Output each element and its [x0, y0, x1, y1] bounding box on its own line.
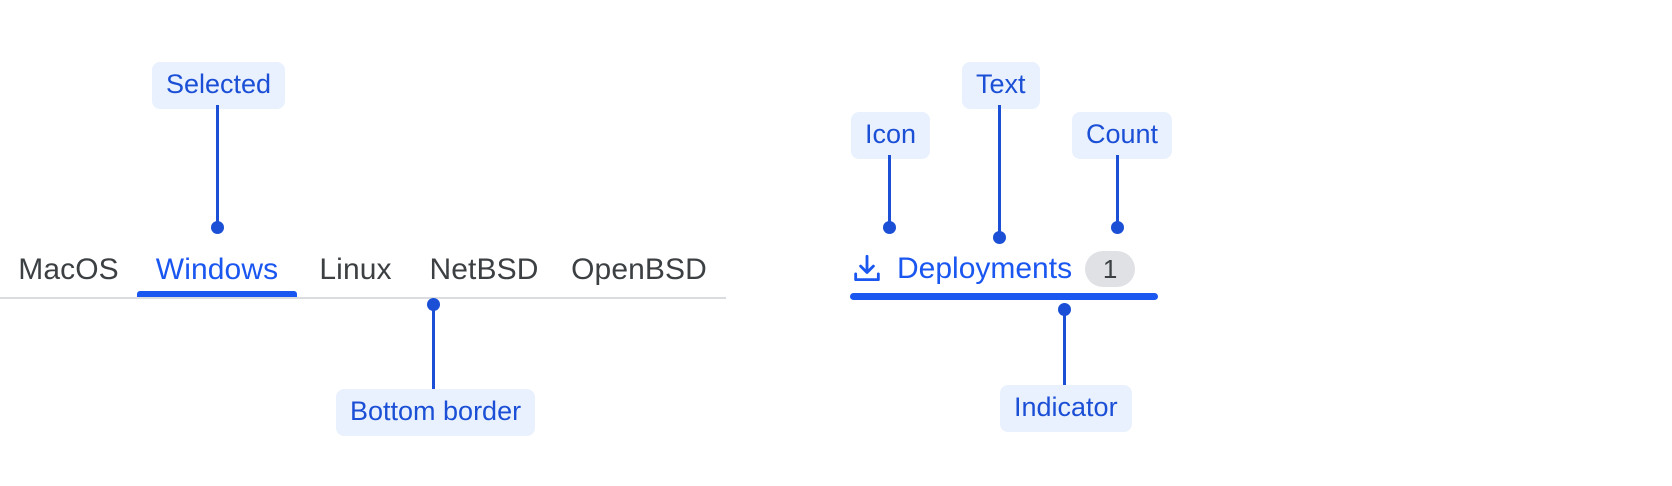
tab-windows-label: Windows: [155, 253, 279, 286]
annotation-connector-indicator: [1063, 310, 1066, 386]
annotation-label-bottom-border: Bottom border: [336, 389, 536, 436]
annotation-dot-bottom-border: [427, 298, 440, 311]
annotation-dot-count: [1111, 221, 1124, 234]
tab-macos-label: MacOS: [18, 253, 119, 286]
download-tray-icon: [850, 252, 884, 286]
tab-netbsd-label: NetBSD: [429, 253, 539, 286]
annotation-label-icon: Icon: [851, 112, 931, 159]
tab-linux-label: Linux: [319, 253, 392, 286]
tab-deployments-count-badge: 1: [1085, 251, 1136, 287]
annotation-connector-count: [1116, 155, 1119, 227]
tab-deployments-label: Deployments: [897, 252, 1073, 285]
tab-windows[interactable]: Windows: [137, 243, 297, 297]
tab-netbsd[interactable]: NetBSD: [414, 243, 554, 297]
tab-bar: MacOS Windows Linux NetBSD OpenBSD: [0, 243, 726, 299]
annotation-connector-text: [998, 105, 1001, 237]
tab-openbsd-label: OpenBSD: [571, 253, 707, 286]
tab-windows-bottom-border: [137, 291, 297, 297]
single-tab-anatomy: Deployments 1: [850, 243, 1160, 301]
annotation-label-count: Count: [1072, 112, 1173, 159]
tab-bar-divider: [0, 297, 726, 299]
annotation-connector-bottom-border: [432, 305, 435, 391]
annotation-connector-icon: [888, 155, 891, 227]
annotation-dot-icon: [883, 221, 896, 234]
annotation-connector-selected: [216, 105, 219, 227]
annotation-dot-selected: [211, 221, 224, 234]
annotation-dot-text: [993, 231, 1006, 244]
annotation-label-indicator: Indicator: [1000, 385, 1132, 432]
annotation-label-text: Text: [962, 62, 1040, 109]
tab-macos[interactable]: MacOS: [0, 243, 137, 297]
tab-openbsd[interactable]: OpenBSD: [554, 243, 724, 297]
tab-deployments[interactable]: Deployments 1: [850, 243, 1136, 295]
annotation-dot-indicator: [1058, 303, 1071, 316]
annotation-label-selected: Selected: [152, 62, 286, 109]
tab-deployments-indicator: [850, 293, 1158, 300]
tab-linux[interactable]: Linux: [297, 243, 414, 297]
